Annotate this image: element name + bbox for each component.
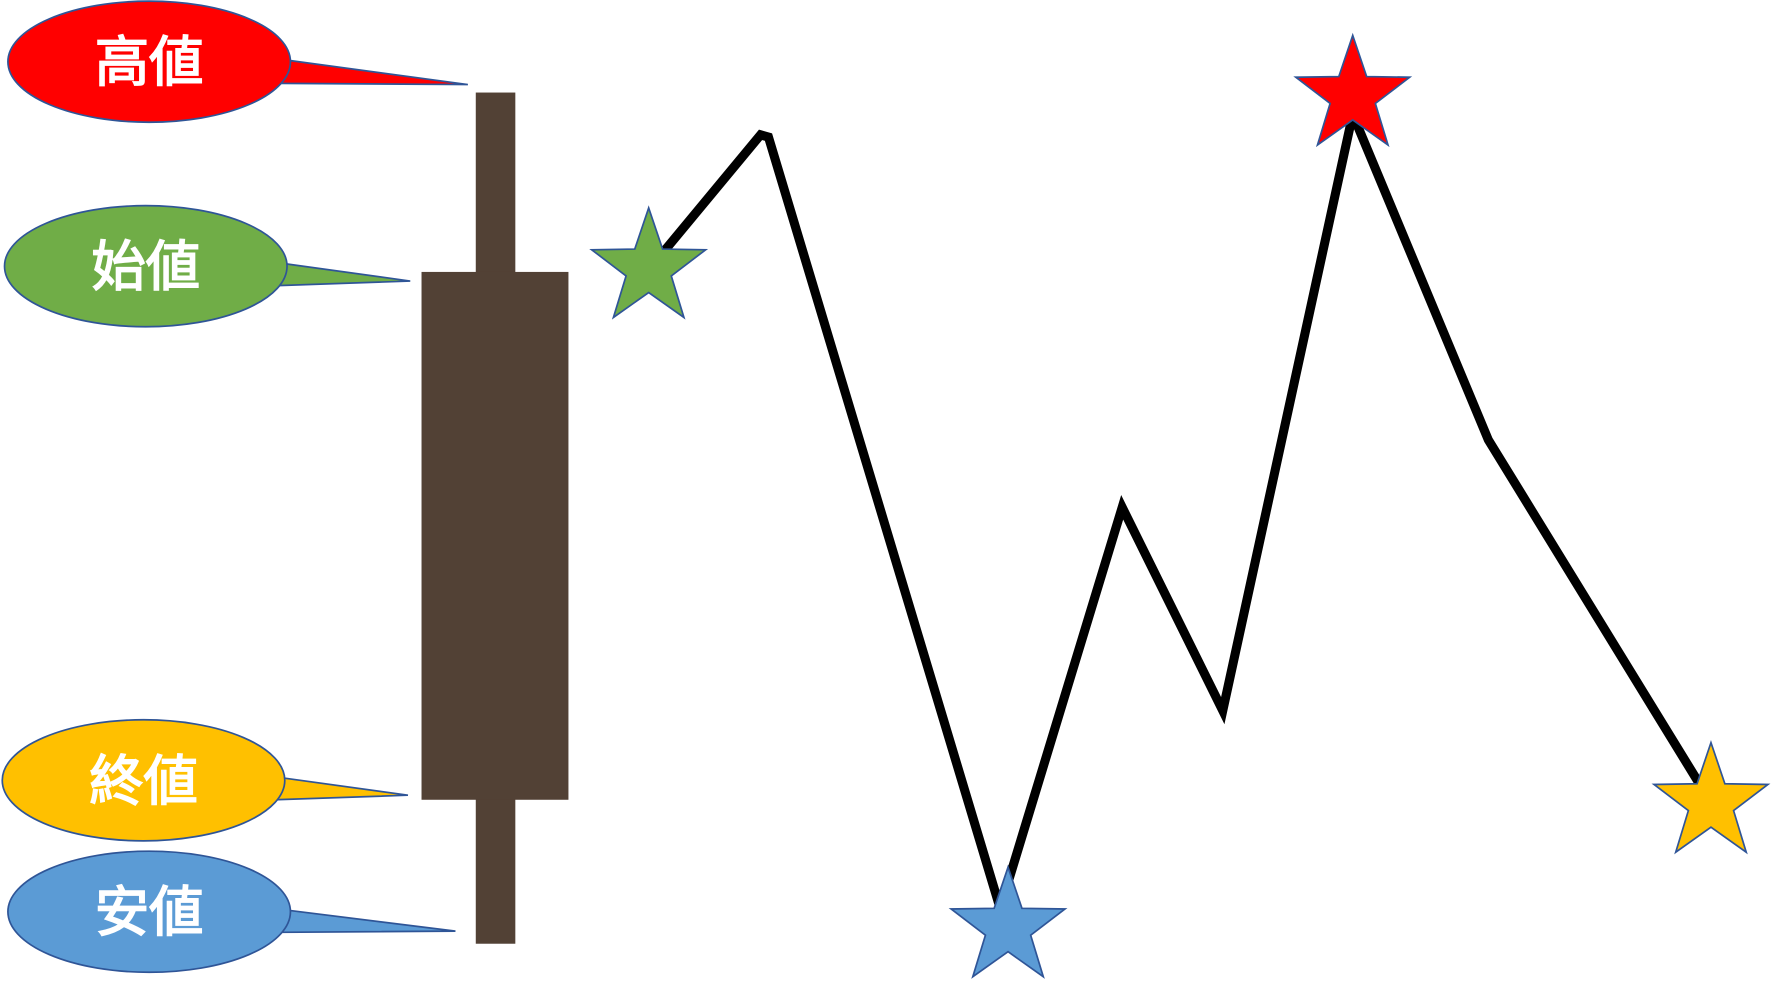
callout-low: 安値	[7, 850, 456, 974]
low-star-icon	[948, 864, 1068, 979]
callout-high: 高値	[7, 0, 468, 124]
candlestick	[421, 92, 569, 944]
label-close: 終値	[89, 748, 197, 812]
close-star-icon	[1651, 739, 1771, 855]
open-star-icon	[589, 205, 709, 320]
label-high: 高値	[95, 30, 203, 94]
callout-close: 終値	[1, 718, 409, 842]
label-low: 安値	[95, 880, 203, 944]
high-star-icon	[1293, 32, 1413, 148]
price-path-line	[657, 99, 1705, 924]
label-open: 始値	[92, 234, 200, 298]
candle-body	[421, 271, 569, 800]
callout-open: 始値	[3, 204, 411, 328]
